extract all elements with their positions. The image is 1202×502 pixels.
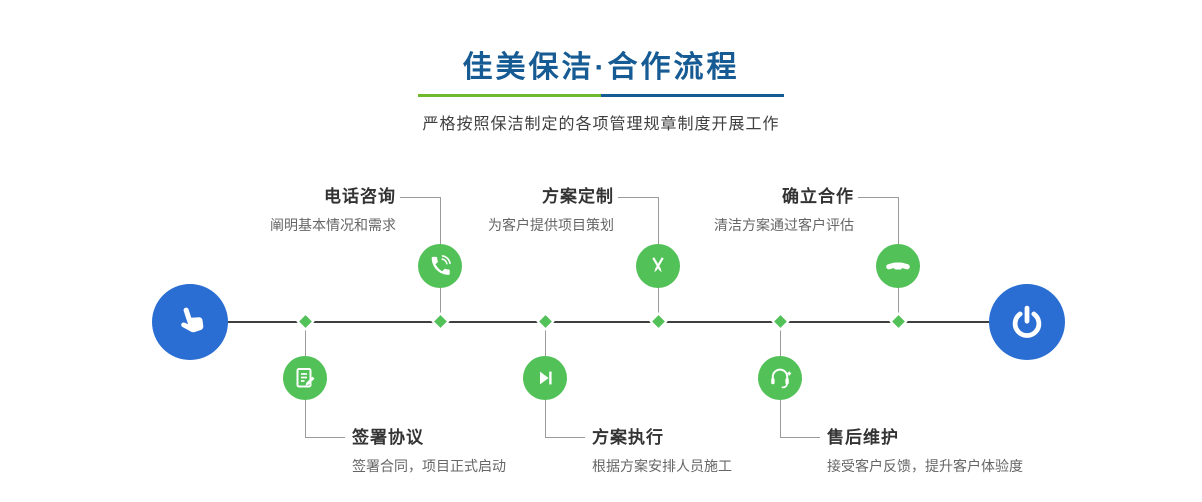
step-node-phone-consult — [418, 244, 462, 288]
timeline-marker — [892, 315, 905, 328]
step-after-sales: 售后维护 接受客户反馈，提升客户体验度 — [827, 427, 1023, 475]
step-node-sign-agreement — [283, 356, 327, 400]
connector-line — [305, 437, 345, 438]
step-desc: 为客户提供项目策划 — [488, 217, 614, 233]
step-label: 确立合作 — [782, 187, 854, 206]
headset-icon — [771, 368, 792, 389]
connector-line — [780, 437, 820, 438]
connector-line — [400, 197, 440, 198]
connector-line — [858, 197, 898, 198]
timeline-axis — [190, 321, 1027, 323]
step-node-plan-execution — [523, 356, 567, 400]
step-node-after-sales — [758, 356, 802, 400]
timeline-end-node — [989, 284, 1065, 360]
step-label: 签署协议 — [352, 428, 424, 447]
step-label: 售后维护 — [827, 428, 899, 447]
connector-line — [545, 437, 585, 438]
play-icon — [539, 371, 552, 385]
step-cooperation: 确立合作 清洁方案通过客户评估 — [714, 186, 854, 234]
step-sign-agreement: 签署协议 签署合同，项目正式启动 — [352, 427, 506, 475]
page-subtitle: 严格按照保洁制定的各项管理规章制度开展工作 — [422, 116, 780, 133]
handshake-icon — [886, 262, 910, 270]
step-phone-consult: 电话咨询 阐明基本情况和需求 — [270, 186, 396, 234]
timeline-marker — [539, 315, 552, 328]
power-icon — [1012, 305, 1042, 338]
title-divider — [418, 94, 784, 97]
connector-line — [618, 197, 658, 198]
timeline-marker — [774, 315, 787, 328]
step-desc: 清洁方案通过客户评估 — [714, 217, 854, 233]
step-label: 方案执行 — [592, 428, 664, 447]
step-node-cooperation — [876, 244, 920, 288]
timeline-marker — [652, 315, 665, 328]
contract-icon — [296, 368, 315, 388]
timeline-marker — [434, 315, 447, 328]
step-desc: 根据方案安排人员施工 — [592, 458, 732, 474]
page-title: 佳美保洁·合作流程 — [462, 51, 740, 84]
step-plan-execution: 方案执行 根据方案安排人员施工 — [592, 427, 732, 475]
design-pencils-icon — [652, 257, 664, 273]
phone-icon — [431, 255, 451, 275]
step-plan-custom: 方案定制 为客户提供项目策划 — [488, 186, 614, 234]
step-node-plan-custom — [636, 244, 680, 288]
step-desc: 阐明基本情况和需求 — [270, 217, 396, 233]
step-label: 方案定制 — [542, 187, 614, 206]
step-desc: 签署合同，项目正式启动 — [352, 458, 506, 474]
step-desc: 接受客户反馈，提升客户体验度 — [827, 458, 1023, 474]
step-label: 电话咨询 — [324, 187, 396, 206]
hand-pointer-icon — [181, 307, 204, 333]
timeline-marker — [299, 315, 312, 328]
timeline-start-node — [152, 284, 228, 360]
